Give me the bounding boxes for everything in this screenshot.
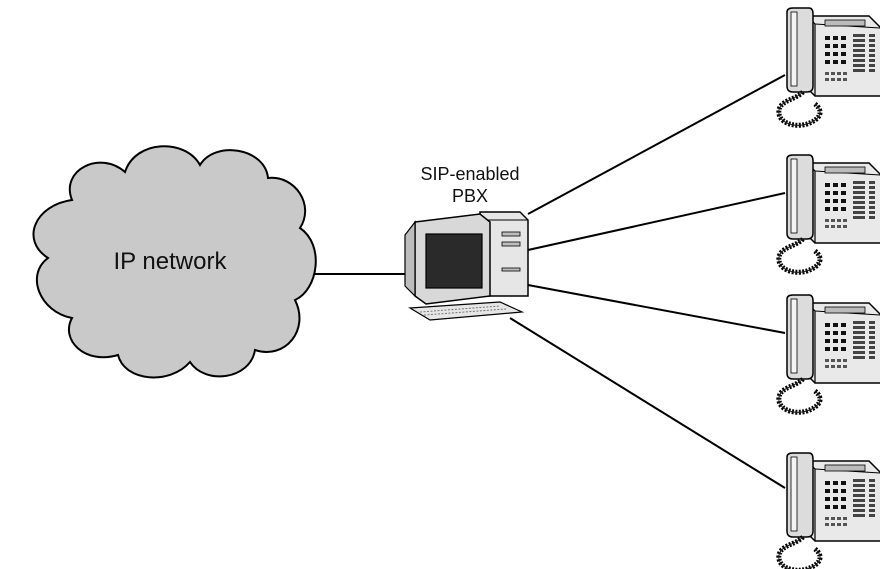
ip-network-cloud bbox=[32, 145, 317, 379]
pbx-computer bbox=[404, 211, 529, 321]
pbx-phone-1-link bbox=[527, 74, 786, 215]
pbx-phone-3-link bbox=[527, 284, 786, 334]
phone-4-icon bbox=[779, 453, 880, 569]
pbx-label-line1: SIP-enabled bbox=[420, 164, 520, 184]
phone-2-icon bbox=[779, 155, 880, 272]
pbx-phone-4-link bbox=[509, 317, 786, 489]
phone-3-icon bbox=[779, 295, 880, 412]
pbx-label-line2: PBX bbox=[451, 186, 489, 206]
pbx-phone-2-link bbox=[527, 192, 786, 251]
ip-network-label: IP network bbox=[113, 248, 227, 275]
phone-1-icon bbox=[779, 8, 880, 125]
pbx-label: SIP-enabled PBX bbox=[380, 163, 560, 207]
